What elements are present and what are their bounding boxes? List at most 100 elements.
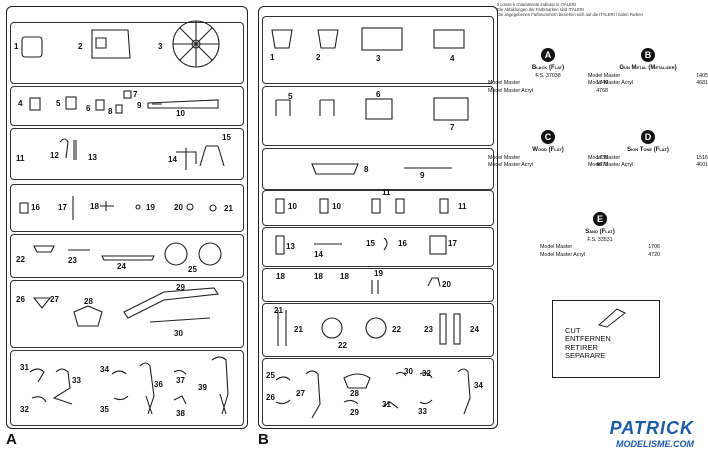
part-a25a <box>164 242 188 266</box>
sprue-a-row-4 <box>10 184 244 232</box>
part-b11a <box>371 198 381 214</box>
part-number-a35: 35 <box>100 405 109 414</box>
part-a4 <box>29 97 41 111</box>
part-number-b17: 17 <box>448 239 457 248</box>
part-a2 <box>91 29 131 59</box>
part-b6 <box>365 98 393 120</box>
paint-e-mma-label: Model Master Acryl <box>540 252 586 259</box>
part-number-a21: 21 <box>224 204 233 213</box>
paint-c-mm-code: 1735 <box>596 154 608 161</box>
part-a19 <box>135 204 141 210</box>
part-number-b5: 5 <box>288 92 293 101</box>
sprue-b-row-4 <box>262 190 494 226</box>
part-number-a6: 6 <box>86 104 91 113</box>
part-number-b14: 14 <box>314 250 323 259</box>
part-b22b <box>365 317 387 339</box>
part-number-a22: 22 <box>16 255 25 264</box>
part-number-a1: 1 <box>14 42 19 51</box>
part-number-b24: 24 <box>470 325 479 334</box>
watermark-brand: PATRICK <box>609 418 694 438</box>
paint-d-name: Skin Tone (Flat) <box>627 147 669 153</box>
part-b22a <box>321 317 343 339</box>
part-a13 <box>73 140 77 160</box>
part-number-b16: 16 <box>398 239 407 248</box>
part-number-a5: 5 <box>56 99 61 108</box>
paint-b-name: Gun Metal (Metalizer) <box>619 65 677 71</box>
part-number-b18c: 18 <box>340 272 349 281</box>
paint-c-letter: C <box>541 130 555 144</box>
paint-d-mm-code: 1516 <box>696 154 708 161</box>
paint-a-fs: F.S. 37038 <box>535 72 561 79</box>
part-number-a17: 17 <box>58 203 67 212</box>
cut-text-en: CUT <box>565 326 581 335</box>
part-b10a <box>275 198 285 214</box>
part-a29 <box>123 287 219 319</box>
part-b19 <box>371 280 379 294</box>
part-number-b8: 8 <box>364 165 369 174</box>
paint-e-name: Sand (Flat) <box>585 229 615 235</box>
part-number-a9: 9 <box>137 101 142 110</box>
part-number-a27: 27 <box>50 295 59 304</box>
paint-e-mma-code: 4720 <box>648 252 660 259</box>
part-number-b11b: 11 <box>458 202 467 211</box>
part-b8 <box>311 163 359 175</box>
part-number-a20: 20 <box>174 203 183 212</box>
figure-a35 <box>113 395 129 401</box>
part-a30 <box>149 317 211 323</box>
paint-a-name: Black (Flat) <box>531 65 565 71</box>
part-number-a7: 7 <box>133 90 138 99</box>
part-a21 <box>209 204 217 212</box>
part-number-b26: 26 <box>266 393 275 402</box>
part-a1 <box>21 36 43 58</box>
part-number-a23: 23 <box>68 256 77 265</box>
part-b11b <box>395 198 405 214</box>
part-number-a31: 31 <box>20 363 29 372</box>
part-number-a12: 12 <box>50 151 59 160</box>
part-b17 <box>429 235 447 255</box>
part-number-a29: 29 <box>176 283 185 292</box>
part-a26 <box>32 297 52 309</box>
part-number-b32: 32 <box>422 369 431 378</box>
part-b13 <box>275 235 285 255</box>
paint-a-letter: A <box>541 48 555 62</box>
part-a24 <box>101 255 155 261</box>
part-number-a24: 24 <box>117 262 126 271</box>
part-number-b21a: 21 <box>274 306 283 315</box>
part-number-b22b: 22 <box>392 325 401 334</box>
part-a6 <box>95 99 105 111</box>
part-number-a37: 37 <box>176 376 185 385</box>
sprue-a-row-2 <box>10 86 244 126</box>
part-a16 <box>19 202 29 214</box>
part-number-a4: 4 <box>18 99 23 108</box>
part-number-a11: 11 <box>16 154 25 163</box>
part-number-a28: 28 <box>84 297 93 306</box>
part-b23 <box>439 313 447 345</box>
part-number-a34: 34 <box>100 365 109 374</box>
part-number-b31: 31 <box>382 400 391 409</box>
part-b20 <box>427 277 441 287</box>
sprue-b-row-2 <box>262 86 494 146</box>
cut-text-de: ENTFERNEN <box>565 334 611 344</box>
watermark-logo: PATRICK MODELISME.COM <box>610 418 694 449</box>
paint-a-mma-code: 4768 <box>596 88 608 95</box>
cut-text-fr: RETIRER <box>565 342 598 352</box>
figure-a31 <box>29 368 45 383</box>
sprue-a-frame <box>6 6 248 429</box>
paint-d-mma-code: 4601 <box>696 162 708 169</box>
paint-e-letter: E <box>593 212 607 226</box>
figure-a32 <box>31 396 47 403</box>
cut-text-it: SEPARARE <box>565 350 606 360</box>
paint-b-mm-code: 1405 <box>696 72 708 79</box>
part-number-a2: 2 <box>78 42 83 51</box>
part-a15 <box>199 145 225 167</box>
part-number-b10b: 10 <box>332 202 341 211</box>
part-b5a <box>275 99 291 116</box>
paint-b-letter: B <box>641 48 655 62</box>
sprue-b-row-3 <box>262 148 494 190</box>
sprue-a-row-6 <box>10 280 244 348</box>
figure-a38 <box>173 395 187 405</box>
part-number-b7: 7 <box>450 123 455 132</box>
